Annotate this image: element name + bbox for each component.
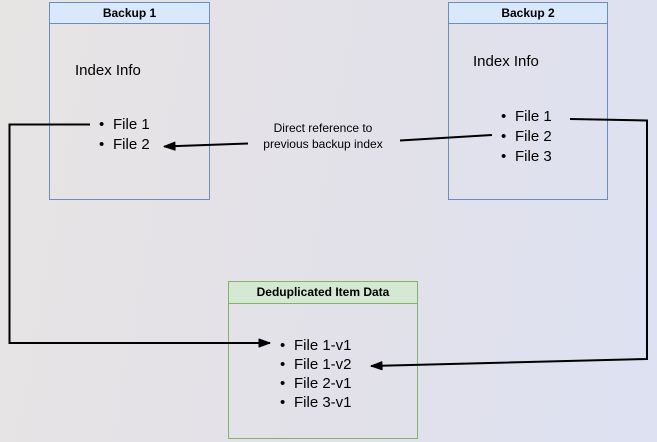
backup1-file-list: File 1File 2: [99, 115, 150, 155]
file-list-item: File 1-v2: [280, 355, 352, 374]
file-list-item: File 3-v1: [280, 393, 352, 412]
file-list-item: File 1: [501, 107, 552, 127]
backup2-title: Backup 2: [449, 3, 607, 24]
reference-annotation-label: Direct reference to previous backup inde…: [263, 121, 383, 151]
dedup-title: Deduplicated Item Data: [229, 282, 417, 304]
file-list-item: File 2-v1: [280, 374, 352, 393]
deduplicated-item-data-box: Deduplicated Item Data File 1-v1File 1-v…: [228, 281, 418, 439]
file-list-item: File 1-v1: [280, 336, 352, 355]
file-list-item: File 2: [99, 135, 150, 155]
file-list-item: File 2: [501, 127, 552, 147]
file-list-item: File 1: [99, 115, 150, 135]
backup1-title: Backup 1: [50, 3, 209, 24]
backup2-index-info-label: Index Info: [473, 53, 539, 70]
file-list-item: File 3: [501, 147, 552, 167]
backup1-index-info-label: Index Info: [75, 62, 141, 79]
dedup-item-list: File 1-v1File 1-v2File 2-v1File 3-v1: [280, 336, 352, 412]
backup2-file-list: File 1File 2File 3: [501, 107, 552, 167]
backup1-box: Backup 1 Index Info File 1File 2: [49, 2, 210, 200]
backup2-box: Backup 2 Index Info File 1File 2File 3: [448, 2, 608, 200]
